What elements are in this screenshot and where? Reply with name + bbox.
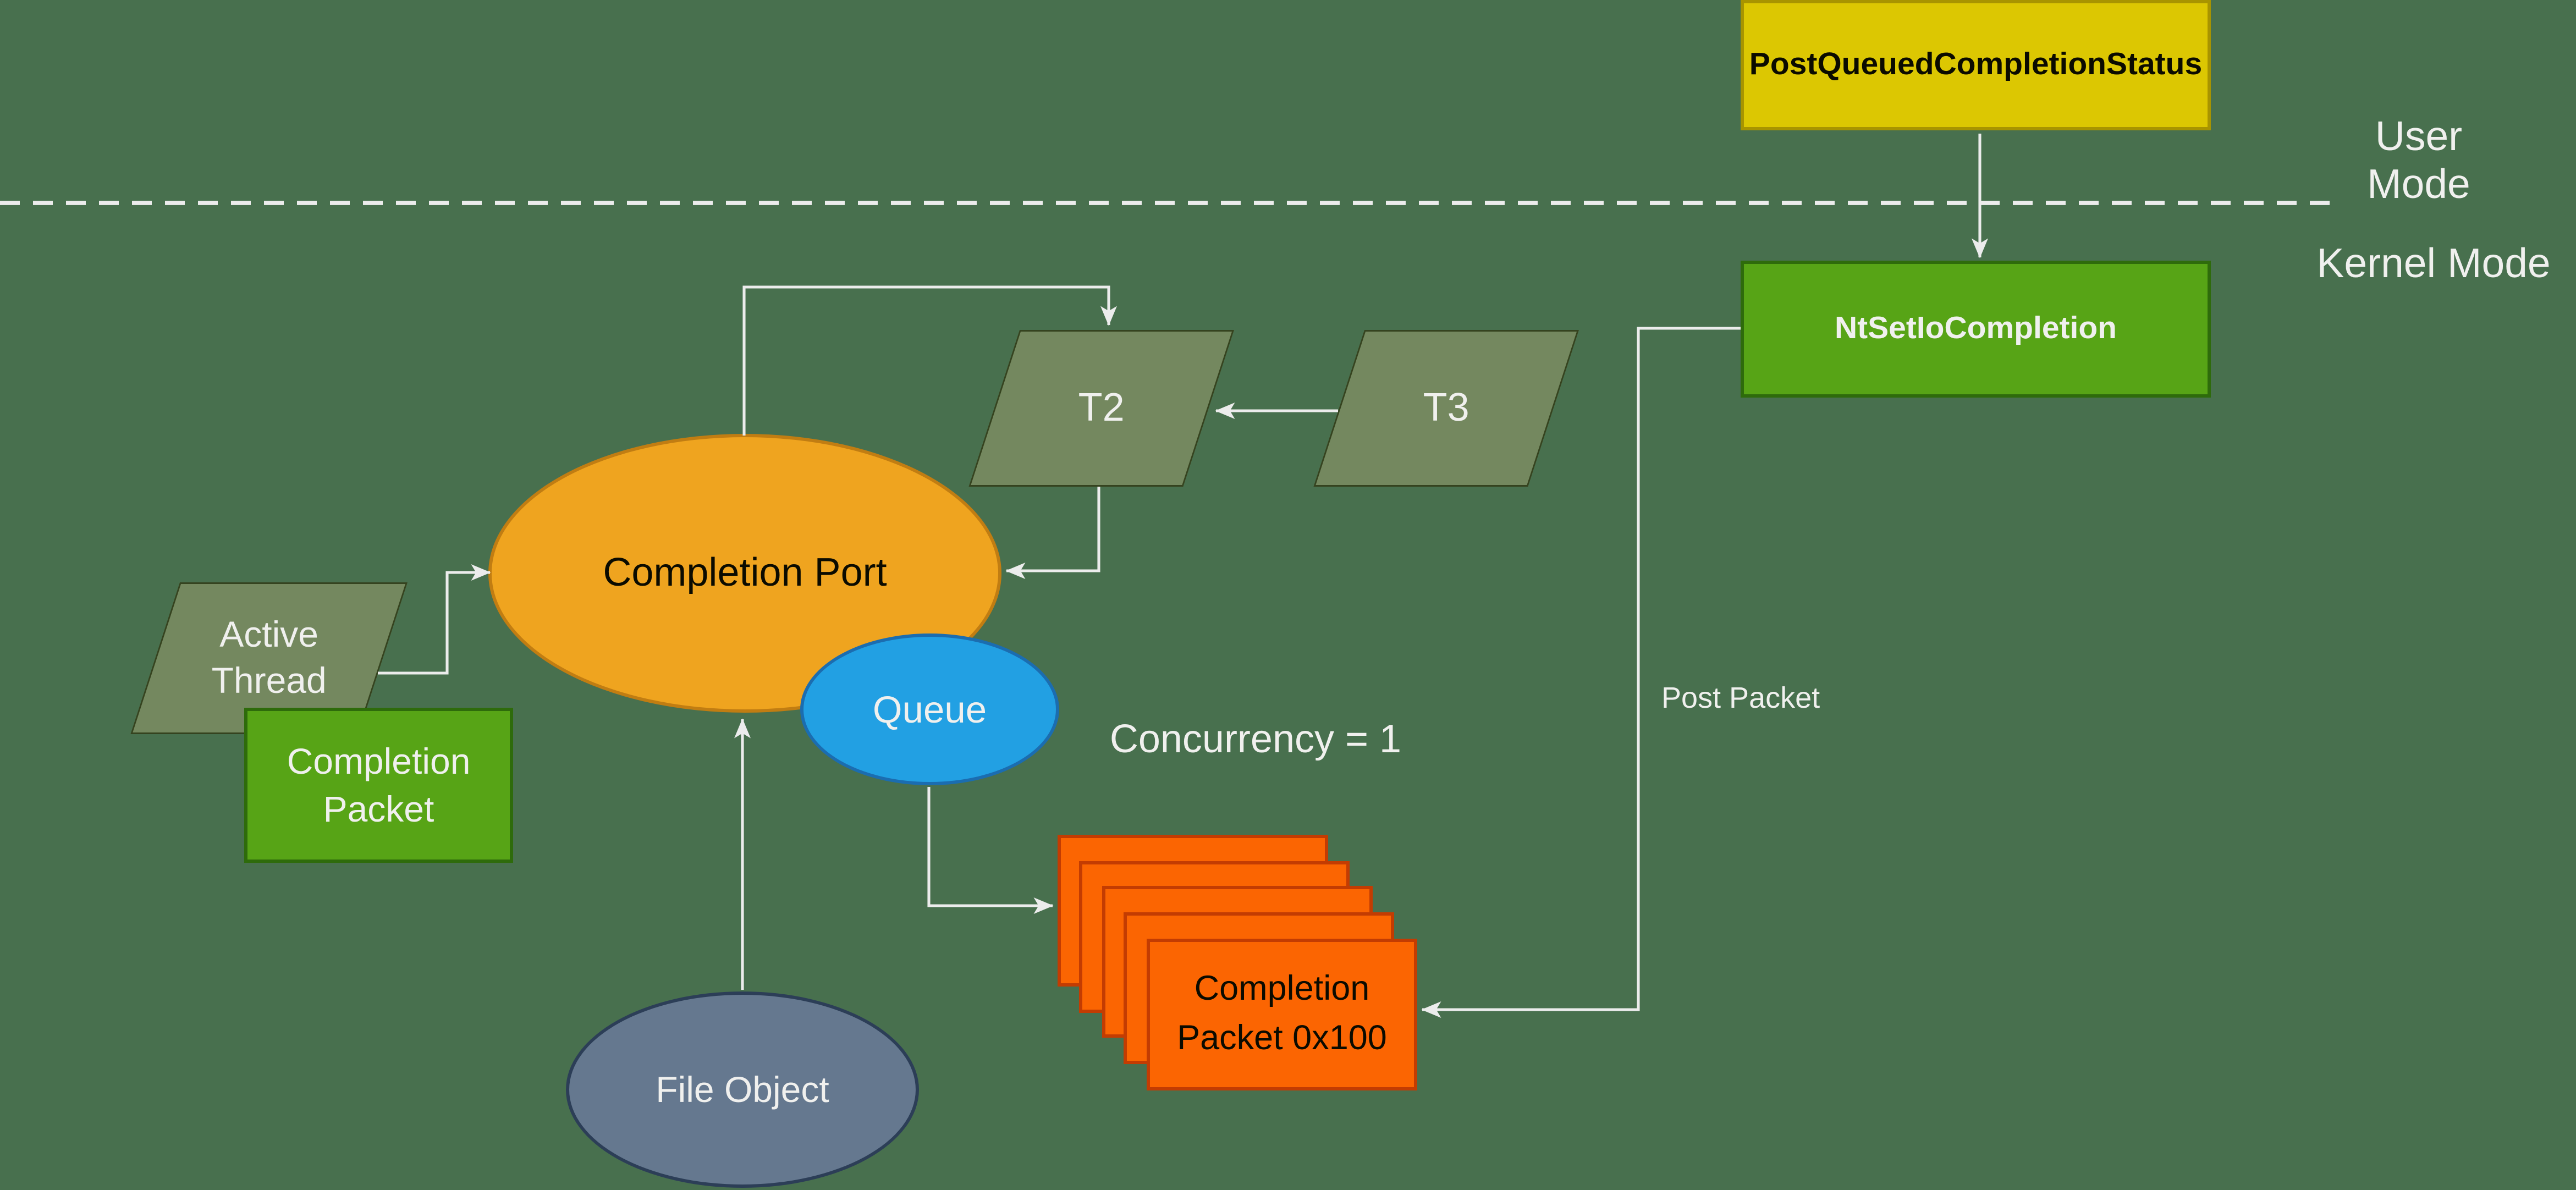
completion-port-node[interactable]: Completion Port — [488, 434, 1001, 713]
queue-node[interactable]: Queue — [800, 633, 1059, 785]
completion-packet-label: Completion Packet — [287, 741, 471, 830]
thread-t3-label: T3 — [1423, 385, 1469, 430]
packet-stack-node[interactable]: Completion Packet 0x100 — [1147, 939, 1417, 1090]
thread-t2-label: T2 — [1078, 385, 1125, 430]
file-object-node[interactable]: File Object — [566, 991, 919, 1188]
post-queued-completion-status-label: PostQueuedCompletionStatus — [1749, 47, 2203, 82]
post-queued-completion-status-node[interactable]: PostQueuedCompletionStatus — [1741, 0, 2211, 130]
file-object-label: File Object — [656, 1068, 829, 1110]
thread-t2-node[interactable]: T2 — [968, 330, 1234, 487]
completion-packet-node[interactable]: Completion Packet — [244, 708, 513, 863]
kernel-mode-label: Kernel Mode — [2316, 241, 2551, 287]
arrow-queue-to-stack — [927, 787, 1054, 914]
nt-set-io-completion-node[interactable]: NtSetIoCompletion — [1741, 261, 2211, 398]
completion-port-label: Completion Port — [603, 550, 887, 595]
concurrency-annotation: Concurrency = 1 — [1109, 718, 1402, 762]
post-packet-annotation: Post Packet — [1661, 681, 1820, 714]
queue-label: Queue — [872, 687, 987, 730]
thread-t3-node[interactable]: T3 — [1313, 330, 1579, 487]
nt-set-io-completion-label: NtSetIoCompletion — [1835, 311, 2117, 346]
packet-stack-label: Completion Packet 0x100 — [1177, 970, 1387, 1057]
user-mode-label: User Mode — [2367, 114, 2470, 208]
arrow-t2-to-port — [1005, 487, 1100, 579]
